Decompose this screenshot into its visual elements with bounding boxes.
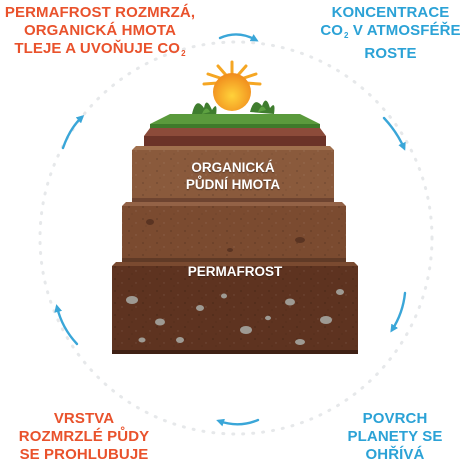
caption-line: PLANETY SE <box>347 428 443 445</box>
sun-icon <box>202 60 262 111</box>
caption-line: ROSTE <box>364 45 417 62</box>
circular-arrow-icon <box>216 418 260 427</box>
caption-surface-warms: POVRCH PLANETY SE OHŘÍVÁ <box>330 410 460 464</box>
caption-line: OHŘÍVÁ <box>365 446 425 463</box>
circular-arrow-icon <box>382 116 406 151</box>
caption-co2-rises: KONCENTRACE CO2 V ATMOSFÉŘE ROSTE <box>310 4 471 63</box>
permafrost-layer-label: PERMAFROST <box>187 264 283 279</box>
caption-text: CO <box>320 22 344 39</box>
organic-label-line2: PŮDNÍ HMOTA <box>185 177 281 192</box>
organic-label-line1: ORGANICKÁ <box>191 160 275 175</box>
caption-line: TLEJE A UVOŇUJE CO2 <box>0 40 200 63</box>
caption-thaw-layer-deepens: VRSTVA ROZMRZLÉ PŮDY SE PROHLUBUJE <box>4 410 164 464</box>
organic-layer-label: ORGANICKÁ PŮDNÍ HMOTA <box>132 159 334 193</box>
caption-line: ORGANICKÁ HMOTA <box>23 22 177 39</box>
subscript-2: 2 <box>181 49 186 58</box>
subsoil-layer <box>122 202 346 262</box>
cycle-ring <box>38 40 434 436</box>
caption-line: VRSTVA <box>53 410 115 427</box>
caption-line: KONCENTRACE <box>331 4 450 21</box>
circular-arrow-icon <box>390 291 407 333</box>
permafrost-layer <box>112 262 358 354</box>
caption-permafrost-thaws: PERMAFROST ROZMRZÁ, ORGANICKÁ HMOTA TLEJ… <box>0 4 200 63</box>
caption-line: CO2 V ATMOSFÉŘE <box>310 22 471 45</box>
circular-arrow-icon <box>61 114 85 150</box>
grass-layer <box>150 114 320 128</box>
organic-soil-layer <box>132 146 334 202</box>
topsoil-layer <box>144 128 326 146</box>
circular-arrow-icon <box>218 33 259 42</box>
caption-text: TLEJE A UVOŇUJE CO <box>14 40 181 57</box>
caption-line: PERMAFROST ROZMRZÁ, <box>4 4 196 21</box>
subscript-2: 2 <box>344 31 349 40</box>
caption-text: V ATMOSFÉŘE <box>348 22 461 39</box>
caption-line: POVRCH <box>362 410 428 427</box>
caption-line: SE PROHLUBUJE <box>19 446 149 463</box>
circular-arrow-icon <box>54 304 79 346</box>
plant-icon <box>192 102 217 116</box>
plant-icon <box>250 100 275 114</box>
caption-line: ROZMRZLÉ PŮDY <box>18 428 150 445</box>
